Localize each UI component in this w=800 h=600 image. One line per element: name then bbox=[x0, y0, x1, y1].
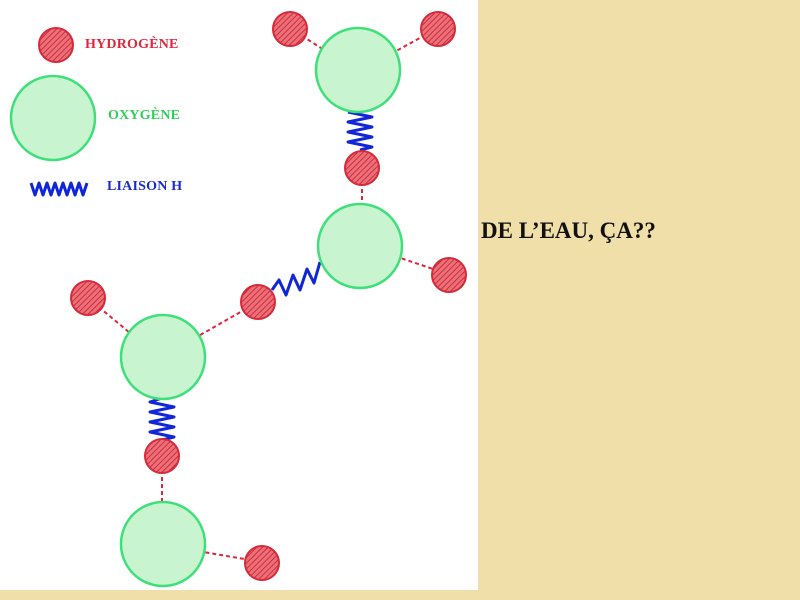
hydrogen-atom bbox=[272, 11, 308, 47]
hydrogen-atom bbox=[420, 11, 456, 47]
hydrogen-bond bbox=[270, 261, 322, 297]
covalent-bond bbox=[161, 456, 263, 563]
legend-oxygen-label: OXYGÈNE bbox=[108, 108, 181, 123]
legend-hydrogen-bond-label: LIAISON H bbox=[107, 179, 183, 194]
hydrogen-atom bbox=[244, 545, 280, 581]
oxygen-atom bbox=[316, 202, 404, 290]
oxygen-atom bbox=[119, 313, 207, 401]
hydrogen-bond bbox=[346, 110, 374, 152]
legend-oxygen-atom bbox=[9, 74, 97, 162]
hydrogen-atom bbox=[344, 150, 380, 186]
legend-hydrogen-atom bbox=[38, 27, 74, 63]
legend-hydrogen-bond bbox=[29, 181, 89, 197]
slide-title: DE L’EAU, ÇA?? bbox=[481, 218, 656, 243]
oxygen-atom bbox=[314, 26, 402, 114]
hydrogen-atom bbox=[144, 438, 180, 474]
hydrogen-bond bbox=[148, 396, 176, 442]
hydrogen-atom bbox=[431, 257, 467, 293]
diagram-panel: HYDROGÈNE OXYGÈNE LIAISON H bbox=[0, 0, 478, 590]
hydrogen-atom bbox=[70, 280, 106, 316]
legend-hydrogen-label: HYDROGÈNE bbox=[85, 37, 179, 52]
water-molecules-diagram bbox=[9, 11, 467, 588]
hydrogen-atom bbox=[240, 284, 276, 320]
oxygen-atom bbox=[119, 500, 207, 588]
